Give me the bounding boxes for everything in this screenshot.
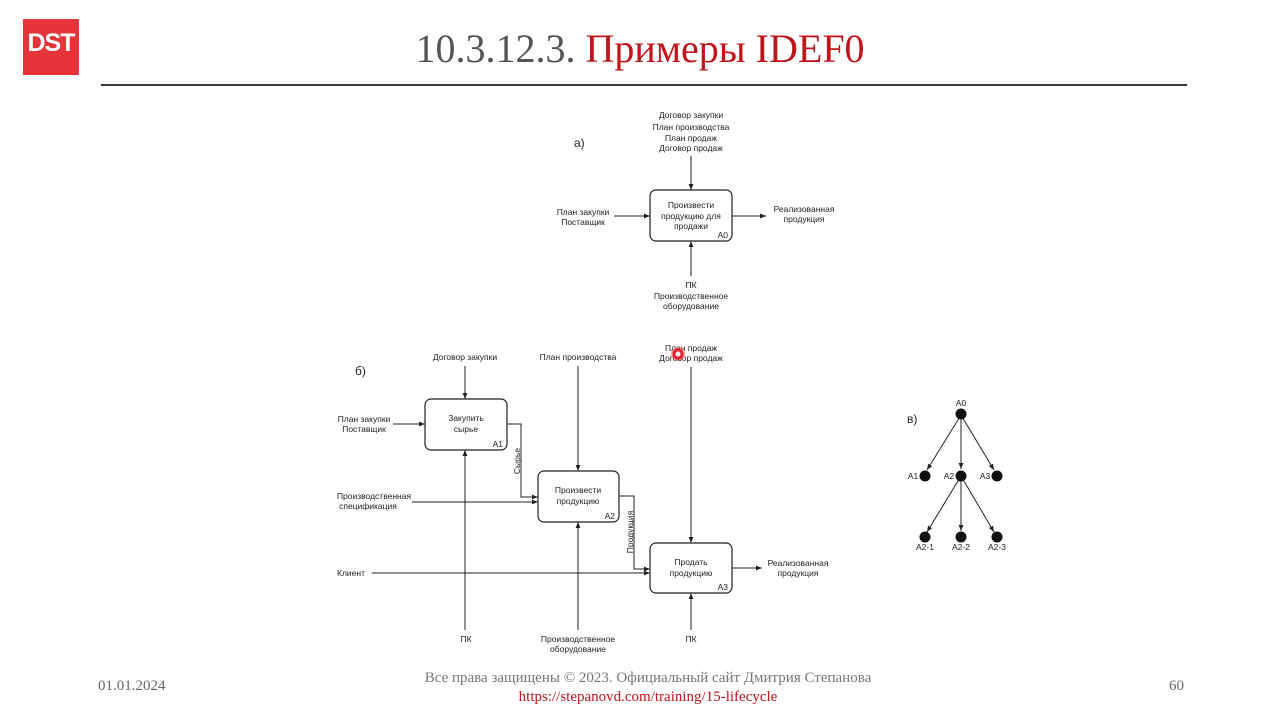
title-number: 10.3.12.3. (415, 26, 576, 71)
a3-box-code: A3 (718, 582, 729, 592)
b-mech-a2-label: оборудование (550, 644, 606, 654)
a-control-label: План производства (653, 122, 730, 132)
dst-logo: DST (23, 19, 79, 75)
a-control-label: Договор закупки (659, 110, 723, 120)
a0-box-code: A0 (718, 230, 729, 240)
diagram-b-label: б) (355, 364, 366, 378)
b-input-a2-label: спецификация (339, 501, 397, 511)
diagram-a-label: а) (574, 136, 585, 150)
b-mech-a3-label: ПК (685, 634, 696, 644)
tree-edge (926, 414, 962, 471)
diagram-c-label: в) (907, 412, 917, 426)
tree-edge (926, 475, 962, 533)
a-control-label: Договор продаж (659, 143, 723, 153)
a-input-label: Поставщик (561, 217, 605, 227)
b-output-label: Реализованная (768, 558, 829, 568)
b-control-a3-label: Договор продаж (659, 353, 723, 363)
b-flow-a2-a3-label: Продукция (625, 510, 635, 553)
slide-title: 10.3.12.3. Примеры IDEF0 (0, 26, 1280, 72)
b-control-a3-label: План продаж (665, 343, 717, 353)
tree-node-a0 (955, 408, 967, 420)
b-mech-a1-label: ПК (460, 634, 471, 644)
a-input-label: План закупки (557, 207, 610, 217)
a-mechanism-label: ПК (685, 280, 696, 290)
a2-box-code: A2 (605, 511, 616, 521)
footer-copyright: Все права защищены © 2023. Официальный с… (424, 670, 872, 686)
footer-link[interactable]: https://stepanovd.com/training/15-lifecy… (518, 689, 778, 705)
a0-box-text: Произвести (668, 200, 714, 210)
tree-node-a3-label: A3 (980, 471, 991, 481)
tree-node-a2-label: A2 (944, 471, 955, 481)
tree-node-a3 (991, 470, 1003, 482)
b-flow-a1-a2-label: Сырье (512, 448, 522, 474)
a-output-label: Реализованная (774, 204, 835, 214)
a2-box-text: Произвести (555, 485, 601, 495)
a-mechanism-label: Производственное (654, 291, 729, 301)
b-output-label: продукция (777, 568, 818, 578)
title-divider (101, 84, 1187, 86)
b-input-a1-label: Поставщик (342, 424, 386, 434)
a3-box-text: продукцию (670, 568, 713, 578)
b-flow-a2-a3-arrow (619, 495, 650, 572)
a2-box-text: продукцию (557, 496, 600, 506)
tree-node-a1 (919, 470, 931, 482)
tree-node-a0-label: A0 (956, 398, 967, 408)
a-output-label: продукция (783, 214, 824, 224)
a1-box-text: сырье (454, 424, 479, 434)
tree-edge (960, 414, 995, 471)
b-input-a3-label: Клиент (337, 568, 365, 578)
tree-node-a2-1 (919, 531, 931, 543)
logo-text: DST (27, 29, 76, 57)
footer-center: Все права защищены © 2023. Официальный с… (0, 669, 1280, 707)
tree-node-a1-label: A1 (908, 471, 919, 481)
a1-box-text: Закупить (448, 413, 484, 423)
tree-edge (960, 475, 995, 533)
tree-node-a2-2 (955, 531, 967, 543)
b-input-a2-label: Производственная (337, 491, 412, 501)
tree-node-a2-3 (991, 531, 1003, 543)
b-flow-a1-a2-arrow (507, 423, 538, 500)
footer-date: 01.01.2024 (98, 678, 166, 694)
tree-node-a2 (955, 470, 967, 482)
a0-box-text: продукцию для (661, 211, 721, 221)
b-control-a1-label: Договор закупки (433, 352, 497, 362)
tree-node-a2-3-label: A2-3 (988, 542, 1006, 552)
a3-box-text: Продать (674, 557, 708, 567)
a1-box-code: A1 (493, 439, 504, 449)
a-mechanism-label: оборудование (663, 301, 719, 311)
a-control-label: План продаж (665, 133, 717, 143)
tree-node-a2-2-label: A2-2 (952, 542, 970, 552)
a0-box-text: продажи (674, 221, 708, 231)
laser-pointer (670, 346, 686, 362)
b-input-a1-label: План закупки (338, 414, 391, 424)
b-control-a2-label: План производства (540, 352, 617, 362)
title-text: Примеры IDEF0 (585, 26, 865, 71)
b-mech-a2-label: Производственное (541, 634, 616, 644)
tree-node-a2-1-label: A2-1 (916, 542, 934, 552)
page-number: 60 (1169, 678, 1184, 694)
